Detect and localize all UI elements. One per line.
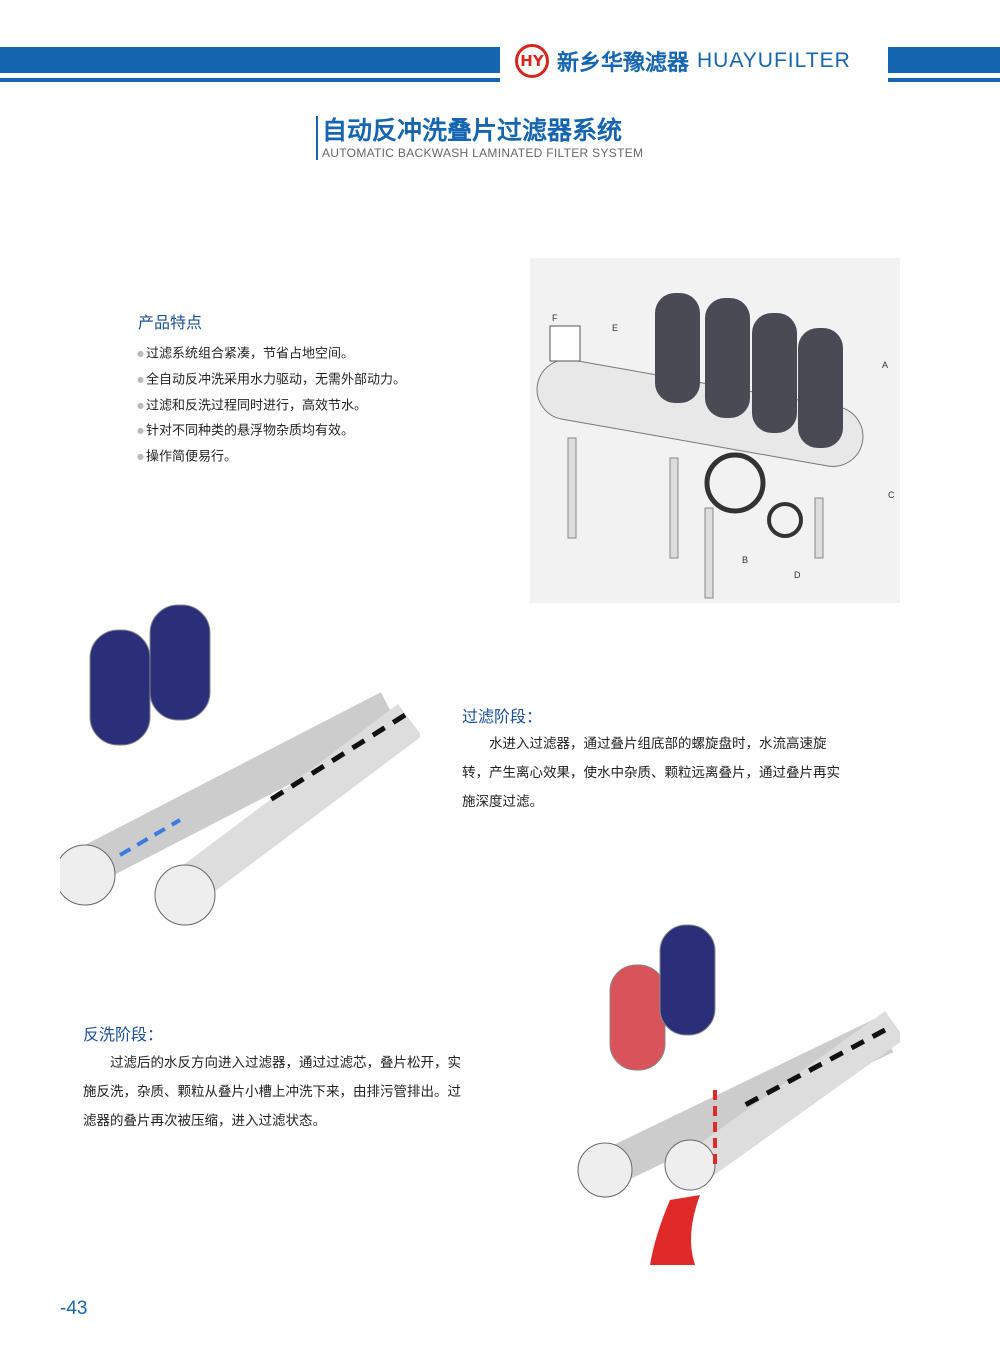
filter-system-diagram: F E A C B D bbox=[530, 258, 900, 603]
brand-logo: HY 新乡华豫滤器 HUAYUFILTER bbox=[515, 44, 851, 78]
label-a: A bbox=[882, 360, 888, 370]
title-cn: 自动反冲洗叠片过滤器系统 bbox=[322, 116, 623, 145]
backwash-text: 过滤后的水反方向进入过滤器，通过过滤芯，叠片松开，实施反洗，杂质、颗粒从叠片小槽… bbox=[83, 1055, 461, 1129]
header-bar-right bbox=[888, 47, 1000, 73]
header-line-right bbox=[888, 78, 1000, 82]
logo-icon: HY bbox=[515, 44, 549, 78]
backwash-diagram bbox=[577, 924, 900, 1265]
filtration-diagram bbox=[60, 604, 420, 926]
features-list: 过滤系统组合紧凑，节省占地空间。 全自动反冲洗采用水力驱动，无需外部动力。 过滤… bbox=[137, 341, 406, 470]
feature-item: 针对不同种类的悬浮物杂质均有效。 bbox=[137, 418, 406, 444]
label-d: D bbox=[794, 570, 801, 580]
title-en: AUTOMATIC BACKWASH LAMINATED FILTER SYST… bbox=[322, 146, 644, 160]
page-number: -43 bbox=[60, 1298, 88, 1319]
label-b: B bbox=[742, 555, 748, 565]
feature-item: 过滤和反洗过程同时进行，高效节水。 bbox=[137, 393, 406, 419]
label-f: F bbox=[552, 313, 558, 323]
label-e: E bbox=[612, 323, 618, 333]
brand-name-en: HUAYUFILTER bbox=[697, 49, 851, 72]
brand-name-cn: 新乡华豫滤器 bbox=[557, 51, 690, 76]
header-line-left bbox=[0, 78, 500, 82]
feature-item: 全自动反冲洗采用水力驱动，无需外部动力。 bbox=[137, 367, 406, 393]
feature-item: 过滤系统组合紧凑，节省占地空间。 bbox=[137, 341, 406, 367]
page-title: 自动反冲洗叠片过滤器系统 AUTOMATIC BACKWASH LAMINATE… bbox=[316, 116, 643, 160]
features-heading: 产品特点 bbox=[138, 313, 203, 332]
label-c: C bbox=[888, 490, 895, 500]
backwash-heading: 反洗阶段： bbox=[83, 1025, 164, 1044]
filtration-heading: 过滤阶段： bbox=[462, 707, 543, 726]
filtration-text: 水进入过滤器，通过叠片组底部的螺旋盘时，水流高速旋转，产生离心效果，使水中杂质、… bbox=[462, 736, 840, 810]
feature-item: 操作简便易行。 bbox=[137, 444, 406, 470]
header-bar-left bbox=[0, 47, 500, 73]
